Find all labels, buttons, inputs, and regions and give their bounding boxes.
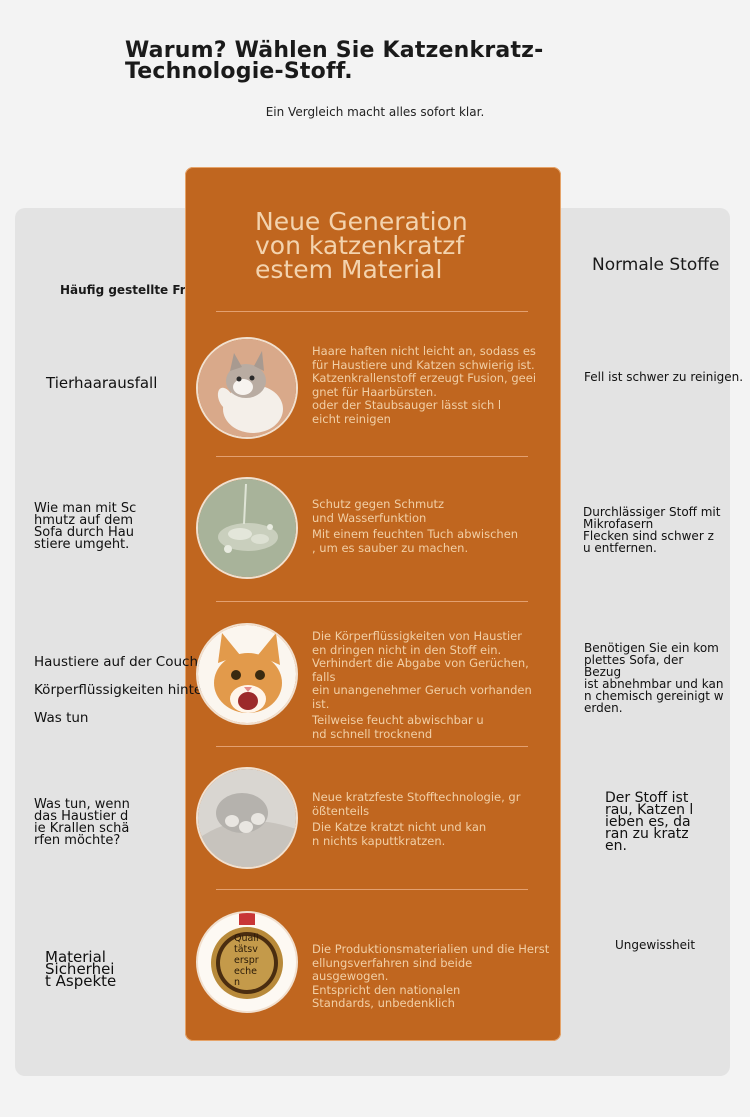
cat-playing-image [198,339,296,437]
water-droplet-photo [196,477,298,579]
medal-label: Quali tätsv erspr eche n [234,933,259,988]
middle-column-header: Neue Generation von katzenkratzf estem M… [255,207,468,284]
question-claws: Was tun, wenn das Haustier d ie Krallen … [34,797,130,848]
advantage-text: Die Produktionsmaterialien und die Herst… [312,942,552,1014]
normal-fabric-text: Benötigen Sie ein kom plettes Sofa, der … [584,641,724,715]
new-material-column [185,167,561,1041]
advantage-line: Teilweise feucht abwischbar u nd schnell… [312,713,484,741]
quality-badge-photo: Quali tätsv erspr eche n [196,911,298,1013]
question-material-safety: Material Sicherhei t Aspekte [45,948,117,990]
cat-paw-photo [196,767,298,869]
advantage-text: Die Körperflüssigkeiten von Haustier en … [312,629,552,744]
question-dirt: Wie man mit Sc hmutz auf dem Sofa durch … [34,501,137,552]
divider [216,311,528,312]
question-pet-hair: Tierhaarausfall [46,374,158,392]
advantage-line: Die Körperflüssigkeiten von Haustier en … [312,629,532,711]
divider [216,746,528,747]
advantage-line: Mit einem feuchten Tuch abwischen , um e… [312,527,519,555]
medal-icon [211,913,283,999]
hissing-cat-image [198,625,296,723]
right-column-header: Normale Stoffe [592,255,720,275]
advantage-text: Schutz gegen Schmutz und Wasserfunktion … [312,497,552,558]
normal-fabric-text: Durchlässiger Stoff mit Mikrofasern Flec… [583,505,721,555]
divider [216,601,528,602]
cat-photo [196,337,298,439]
page-title: Warum? Wählen Sie Katzenkratz-Technologi… [125,38,544,84]
advantage-line: Die Produktionsmaterialien und die Herst… [312,942,550,1010]
left-column-header: Häufig gestellte Fragen [60,283,220,297]
cat-face-photo [196,623,298,725]
advantage-line: Neue kratzfeste Stofftechnologie, gr ößt… [312,790,521,818]
advantage-line: Die Katze kratzt nicht und kan n nichts … [312,820,487,848]
divider [216,456,528,457]
normal-fabric-text: Ungewissheit [615,938,696,952]
advantage-text: Haare haften nicht leicht an, sodass es … [312,344,552,429]
normal-fabric-text: Der Stoff ist rau, Katzen l ieben es, da… [605,790,694,854]
normal-fabric-text: Fell ist schwer zu reinigen. [584,370,744,384]
advantage-line: Schutz gegen Schmutz und Wasserfunktion [312,497,445,525]
water-on-fabric-image [198,479,296,577]
advantage-line: Haare haften nicht leicht an, sodass es … [312,344,537,426]
cat-paw-image [198,769,296,867]
page-subtitle: Ein Vergleich macht alles sofort klar. [265,105,485,119]
advantage-text: Neue kratzfeste Stofftechnologie, gr ößt… [312,790,552,851]
divider [216,889,528,890]
